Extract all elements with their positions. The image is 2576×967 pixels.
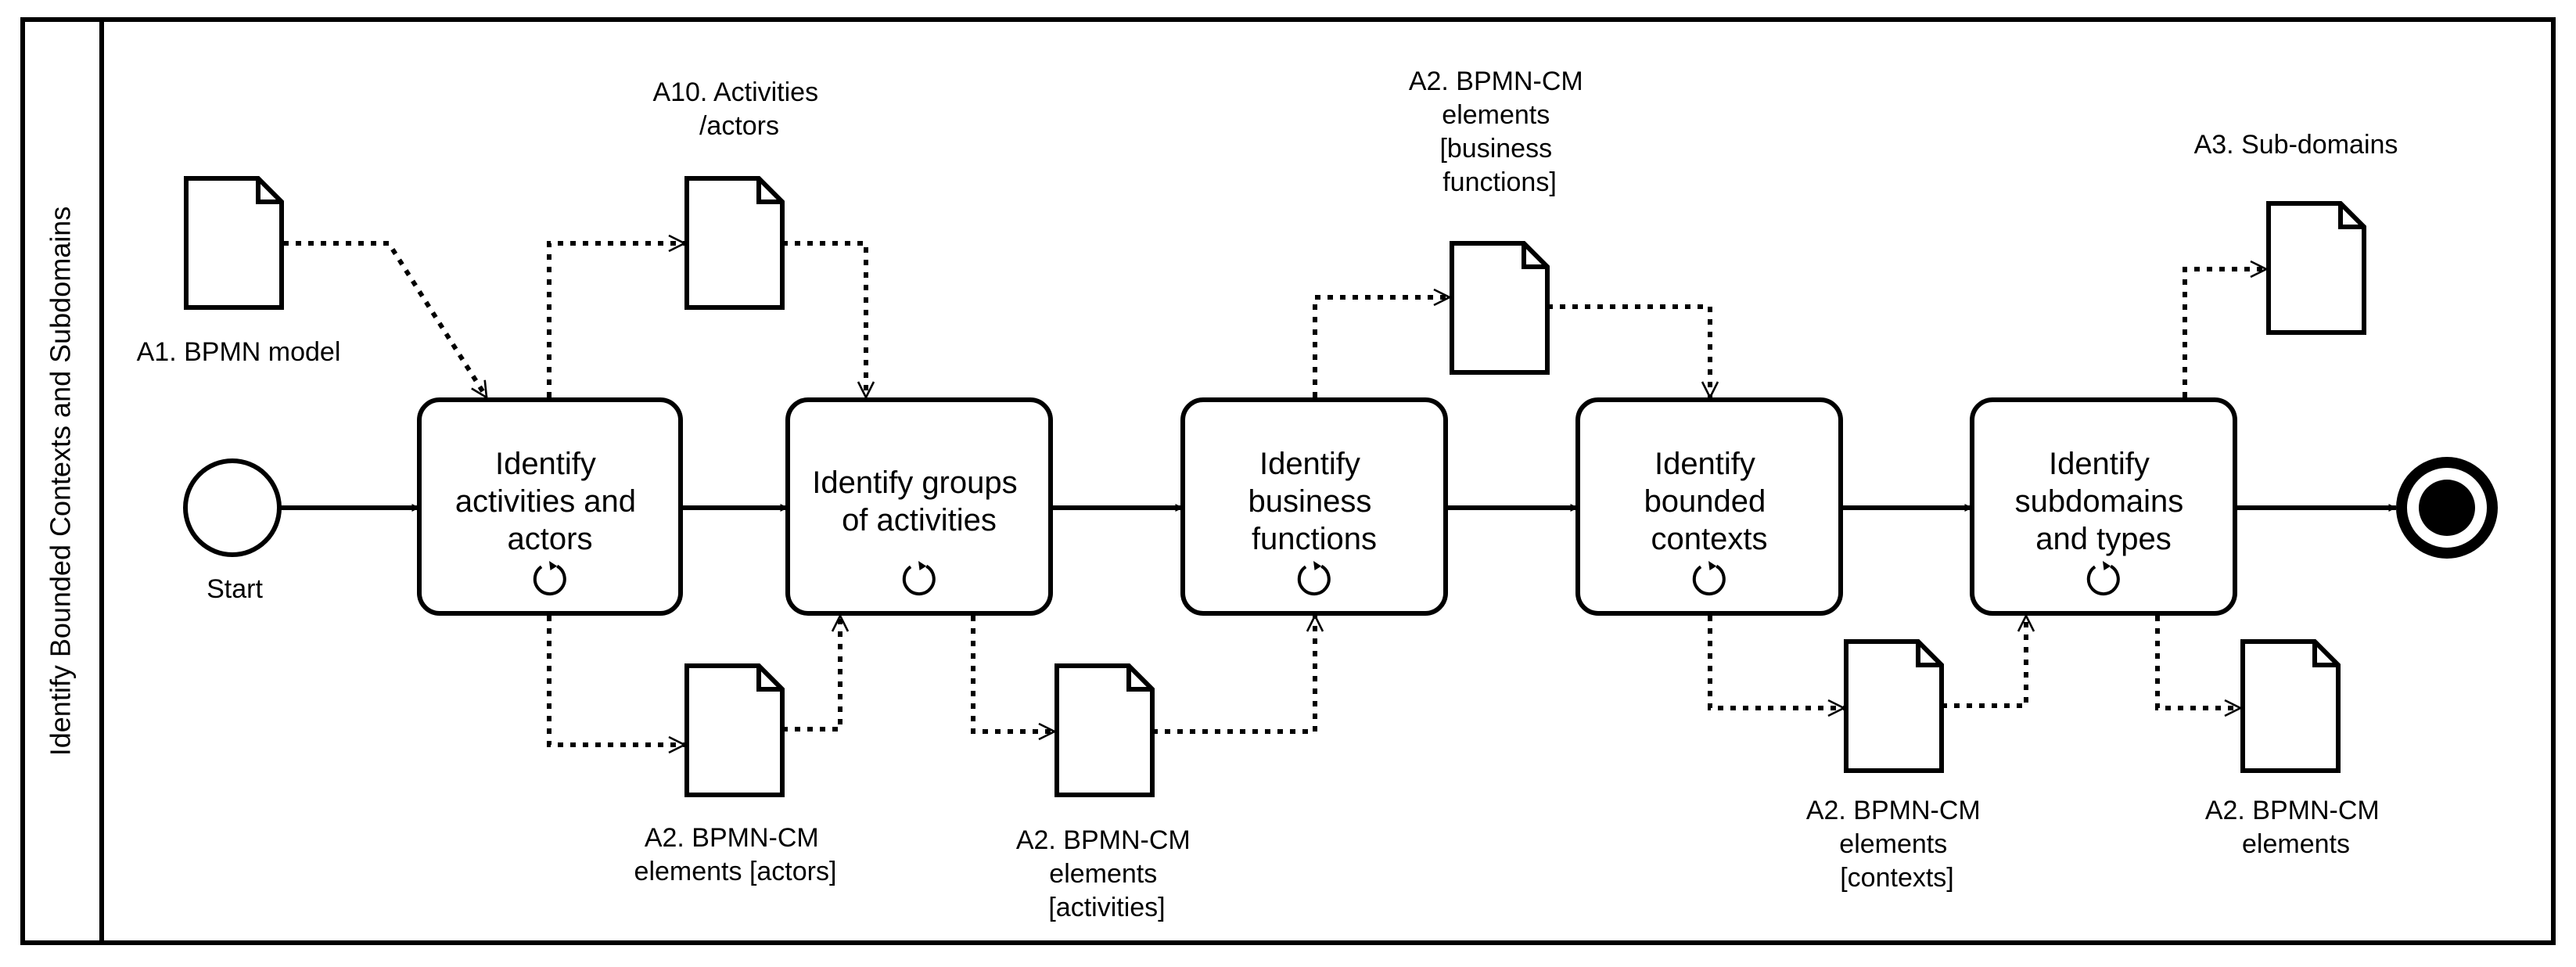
artifact-label-line: elements <box>1442 100 1550 130</box>
data-object-a2-business-functions[interactable] <box>1450 241 1550 375</box>
task-identify-bounded-contexts[interactable]: Identify bounded contexts <box>1575 397 1843 616</box>
artifact-label-line: [business <box>1439 134 1552 164</box>
artifact-label-line: A2. BPMN-CM <box>1016 825 1191 855</box>
task-label: Identify subdomains and types <box>2015 447 2193 556</box>
loop-marker-icon <box>1297 561 1331 596</box>
assoc-a2-activities-to-business[interactable] <box>1152 616 1315 734</box>
artifact-label-line: A2. BPMN-CM <box>1409 67 1583 96</box>
assoc-bpmn-model-to-activities[interactable] <box>283 241 489 397</box>
data-object-a2-contexts[interactable] <box>1844 639 1944 773</box>
loop-marker-icon <box>533 561 566 596</box>
document-icon <box>2266 201 2366 335</box>
task-identify-subdomains-and-types[interactable]: Identify subdomains and types <box>1970 397 2237 616</box>
artifact-label-a2-business: A2. BPMN-CM elements [business functions… <box>1409 67 1590 197</box>
task-box <box>1970 397 2237 616</box>
artifact-label-a1: A1. BPMN model <box>137 337 341 367</box>
task-identify-business-functions[interactable]: Identify business functions <box>1180 397 1448 616</box>
task-label-line: actors <box>508 522 593 556</box>
loop-marker-icon <box>902 561 936 596</box>
task-label-line: bounded <box>1644 484 1766 519</box>
assoc-a2-business-to-bounded[interactable] <box>1547 304 1710 397</box>
data-object-a2-activities[interactable] <box>1054 663 1155 797</box>
artifact-label-line: [activities] <box>1048 893 1165 922</box>
task-box <box>417 397 683 616</box>
data-objects <box>184 176 2366 797</box>
end-event-inner-dot <box>2419 480 2475 536</box>
assoc-activities-to-a10[interactable] <box>547 243 684 397</box>
document-icon <box>1054 663 1155 797</box>
start-event-circle <box>183 458 282 557</box>
data-object-a10-activities-actors[interactable] <box>684 176 785 310</box>
loop-marker-icon <box>2086 561 2120 596</box>
document-icon <box>684 663 785 797</box>
assoc-subdomains-to-a3[interactable] <box>2183 269 2266 397</box>
pool-label: Identify Bounded Contexts and Subdomains <box>45 207 77 756</box>
artifact-label-a2-actors: A2. BPMN-CM elements [actors] <box>634 823 837 886</box>
document-icon <box>684 176 785 310</box>
document-icon <box>184 176 284 310</box>
artifact-label-a2-elements: A2. BPMN-CM elements <box>2205 796 2387 859</box>
task-label-line: activities and <box>455 484 636 519</box>
artifact-label-line: A2. BPMN-CM <box>1806 796 1981 825</box>
task-box <box>1180 397 1448 616</box>
artifact-label-line: elements <box>2242 829 2350 859</box>
task-label-line: functions <box>1252 522 1377 556</box>
task-label-line: business <box>1248 484 1372 519</box>
task-label-line: and types <box>2035 522 2171 556</box>
assoc-subdomains-to-a2-elements[interactable] <box>2155 616 2240 708</box>
assoc-activities-to-a2-actors[interactable] <box>547 616 684 745</box>
document-icon <box>2240 639 2341 773</box>
assoc-a2-contexts-to-subdomains[interactable] <box>1942 616 2026 708</box>
document-icon <box>1450 241 1550 375</box>
assoc-bounded-to-a2-contexts[interactable] <box>1708 616 1844 708</box>
artifact-label-a10: A10. Activities /actors <box>652 77 825 141</box>
assoc-a10-to-groups[interactable] <box>782 241 866 397</box>
artifact-label-line: /actors <box>699 111 779 141</box>
document-icon <box>1844 639 1944 773</box>
artifact-label-a3: A3. Sub-domains <box>2194 130 2398 160</box>
artifact-label-line: A10. Activities <box>652 77 818 107</box>
task-label: Identify groups of activities <box>812 466 1026 537</box>
data-object-a1-bpmn-model[interactable] <box>184 176 284 310</box>
data-associations <box>283 243 2266 745</box>
artifact-label-line: A1. BPMN model <box>137 337 341 367</box>
task-label-line: Identify <box>1654 447 1755 481</box>
task-label-line: subdomains <box>2015 484 2184 519</box>
data-object-a2-elements[interactable] <box>2240 639 2341 773</box>
task-identify-activities-and-actors[interactable]: Identify activities and actors <box>417 397 683 616</box>
task-label-line: Identify <box>1259 447 1360 481</box>
start-event[interactable] <box>183 458 282 557</box>
end-event[interactable] <box>2396 457 2498 559</box>
artifact-label-a2-activities: A2. BPMN-CM elements [activities] <box>1016 825 1198 922</box>
task-box <box>1575 397 1843 616</box>
data-object-a3-subdomains[interactable] <box>2266 201 2366 335</box>
task-label-line: Identify <box>2049 447 2150 481</box>
task-label-line: of activities <box>842 503 997 537</box>
task-label-line: Identify groups <box>812 466 1017 500</box>
task-label: Identify business functions <box>1248 447 1381 556</box>
artifact-label-line: elements [actors] <box>634 857 837 886</box>
task-label: Identify bounded contexts <box>1644 447 1775 556</box>
artifact-label-line: elements <box>1839 829 1947 859</box>
task-box <box>785 397 1053 616</box>
artifact-label-a2-contexts: A2. BPMN-CM elements [contexts] <box>1806 796 1988 893</box>
task-label: Identify activities and actors <box>455 447 645 556</box>
task-identify-groups-of-activities[interactable]: Identify groups of activities <box>785 397 1053 616</box>
artifact-label-line: A3. Sub-domains <box>2194 130 2398 160</box>
artifact-label-line: A2. BPMN-CM <box>2205 796 2380 825</box>
task-label-line: contexts <box>1651 522 1768 556</box>
artifact-label-line: A2. BPMN-CM <box>645 823 819 853</box>
assoc-groups-to-a2-activities[interactable] <box>971 616 1054 732</box>
artifact-label-line: elements <box>1049 859 1157 889</box>
loop-marker-icon <box>1692 561 1726 596</box>
data-object-a2-actors[interactable] <box>684 663 785 797</box>
start-event-label: Start <box>207 574 263 604</box>
assoc-business-to-a2-business[interactable] <box>1313 297 1450 397</box>
task-label-line: Identify <box>495 447 596 481</box>
artifact-label-line: [contexts] <box>1840 863 1954 893</box>
artifact-label-line: functions] <box>1442 167 1557 197</box>
